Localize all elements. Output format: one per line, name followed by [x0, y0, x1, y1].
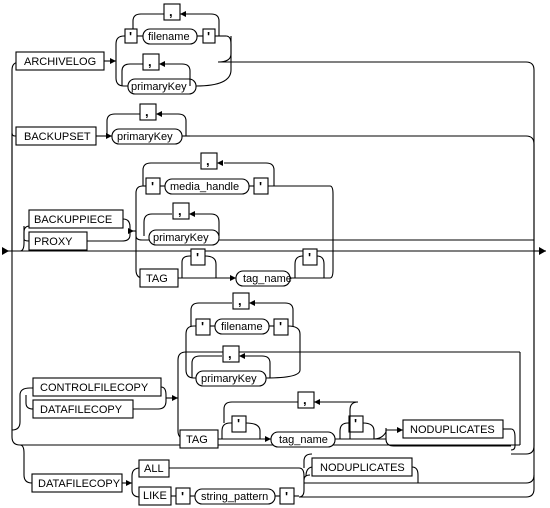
backupset-keyword: BACKUPSET — [24, 131, 91, 143]
archivelog-primarykey-variable: primaryKey — [131, 81, 187, 93]
copy-primarykey-comma: , — [228, 346, 232, 361]
datafilecopy-like-keyword: DATAFILECOPY — [38, 478, 121, 490]
filename-open-quote: ' — [129, 29, 132, 44]
backupset-branch: BACKUPSET primaryKey , — [15, 103, 190, 146]
copy-tag-close-quote: ' — [354, 416, 357, 431]
datafilecopy-noduplicates-keyword: NODUPLICATES — [320, 462, 405, 474]
backupset-primarykey-variable: primaryKey — [117, 131, 173, 143]
media-handle-variable: media_handle — [170, 181, 239, 193]
backuppiece-proxy-branch: BACKUPPIECE PROXY ' media_handle ' , pri… — [19, 152, 534, 288]
copy-filename-variable: filename — [221, 321, 263, 333]
backuppiece-tag-name-variable: tag_name — [243, 273, 292, 285]
datafilecopy-like-branch: DATAFILECOPY ALL LIKE ' string_pattern '… — [19, 444, 535, 506]
media-handle-close-quote: ' — [259, 179, 262, 194]
datafilecopy-keyword: DATAFILECOPY — [40, 404, 123, 416]
backuppiece-tag-close-quote: ' — [308, 250, 311, 265]
backuppiece-tag-keyword: TAG — [146, 273, 168, 285]
string-pattern-variable: string_pattern — [201, 491, 268, 503]
backuppiece-primarykey-variable: primaryKey — [153, 232, 209, 244]
backuppiece-primarykey-comma: , — [178, 203, 182, 218]
copy-filename-close-quote: ' — [279, 319, 282, 334]
copy-tag-open-quote: ' — [237, 416, 240, 431]
media-handle-separator-comma: , — [206, 153, 210, 168]
copy-filename-open-quote: ' — [201, 319, 204, 334]
copy-tag-separator-comma: , — [303, 392, 307, 407]
like-close-quote: ' — [285, 489, 288, 504]
copy-tag-name-variable: tag_name — [279, 434, 328, 446]
copy-tag-keyword: TAG — [186, 434, 208, 446]
backuppiece-keyword: BACKUPPIECE — [34, 214, 112, 226]
end-arrow — [539, 247, 546, 255]
archivelog-branch: ARCHIVELOG ' filename ' , primaryKey , — [15, 3, 232, 95]
media-handle-open-quote: ' — [151, 179, 154, 194]
filename-variable: filename — [148, 31, 190, 43]
copy-filename-separator-comma: , — [238, 293, 242, 308]
main-rails — [2, 61, 546, 498]
filename-separator-comma: , — [169, 4, 173, 19]
copy-primarykey-variable: primaryKey — [201, 373, 257, 385]
copy-noduplicates-keyword: NODUPLICATES — [410, 424, 495, 436]
filename-close-quote: ' — [207, 29, 210, 44]
backuppiece-tag-open-quote: ' — [196, 250, 199, 265]
proxy-keyword: PROXY — [34, 236, 73, 248]
archivelog-primarykey-comma: , — [148, 54, 152, 69]
controlfilecopy-keyword: CONTROLFILECOPY — [40, 382, 149, 394]
like-open-quote: ' — [181, 489, 184, 504]
backupset-primarykey-comma: , — [145, 104, 149, 119]
like-keyword: LIKE — [143, 490, 167, 502]
copy-branch: CONTROLFILECOPY DATAFILECOPY ' filename … — [11, 292, 521, 451]
archivelog-keyword: ARCHIVELOG — [24, 56, 96, 68]
start-arrow — [2, 247, 9, 255]
all-keyword: ALL — [144, 463, 164, 475]
